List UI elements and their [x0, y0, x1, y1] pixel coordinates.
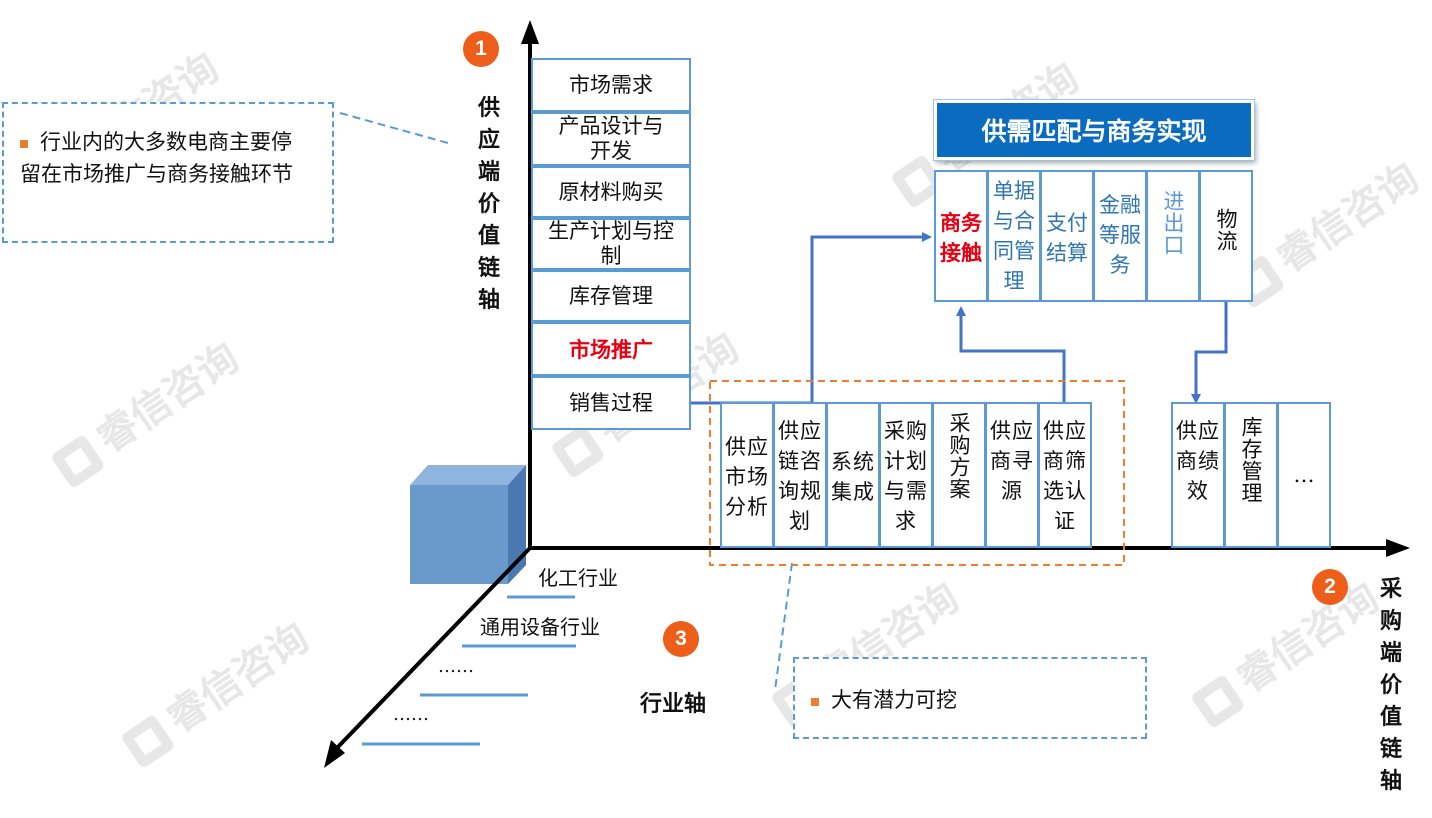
banner-title: 供需匹配与商务实现 [933, 99, 1255, 161]
industry-axis-arrow [324, 740, 345, 768]
supply-item: 生产计划与控制 [531, 218, 691, 270]
callout-left: 行业内的大多数电商主要停留在市场推广与商务接触环节 [2, 102, 334, 243]
supply-axis-label: 供应端价值链轴 [478, 95, 501, 313]
bullet-icon [811, 697, 819, 706]
callout-bottom: 大有潜力可挖 [793, 657, 1147, 739]
cube-graphic [410, 465, 526, 584]
supply-item: 库存管理 [531, 270, 691, 322]
procure-tail-item: 库存管理 [1224, 402, 1278, 548]
bullet-icon [20, 139, 28, 148]
supply-axis-arrow [521, 20, 539, 44]
supply-item: 产品设计与开发 [531, 112, 691, 166]
procure-item: 采购方案 [932, 402, 986, 548]
procure-item: 系统集成 [826, 402, 880, 548]
supply-item: 原材料购买 [531, 166, 691, 218]
connector-arrow [956, 306, 1066, 402]
industry-label: …… [438, 656, 474, 677]
realize-item: 金融等服务 [1093, 170, 1147, 302]
connector-arrow [1191, 302, 1228, 404]
procure-item: 采购计划与需求 [879, 402, 933, 548]
industry-axis-label: 行业轴 [640, 691, 707, 717]
realize-item: 进出口 [1146, 170, 1200, 302]
realize-item: 支付结算 [1040, 170, 1094, 302]
supply-item: 市场需求 [531, 58, 691, 112]
badge-procure: 2 [1312, 569, 1348, 605]
realize-item: 单据与合同管理 [987, 170, 1041, 302]
procure-item: 供应商寻源 [985, 402, 1039, 548]
connector-arrow [690, 232, 932, 405]
supply-item-highlight: 市场推广 [531, 322, 691, 376]
realize-item-highlight: 商务接触 [934, 170, 988, 302]
industry-label: 通用设备行业 [480, 615, 600, 639]
realize-item: 物流 [1199, 170, 1253, 302]
procure-item: 供应市场分析 [720, 402, 774, 548]
industry-label: 化工行业 [538, 566, 618, 590]
procure-axis-arrow [1386, 539, 1410, 557]
industry-axis-line [333, 546, 532, 752]
badge-industry: 3 [663, 621, 699, 657]
procure-item: 供应商筛选认证 [1038, 402, 1092, 548]
highlight-region [709, 380, 1125, 566]
callout-leader [339, 112, 449, 144]
procure-tail-item: … [1277, 402, 1331, 548]
industry-label: …… [393, 704, 429, 725]
badge-supply: 1 [463, 31, 499, 67]
procure-axis-label: 采购端价值链轴 [1380, 576, 1403, 794]
procure-tail-item: 供应商绩效 [1171, 402, 1225, 548]
callout-leader [774, 562, 793, 691]
procure-item: 供应链咨询规划 [773, 402, 827, 548]
supply-item: 销售过程 [531, 376, 691, 430]
